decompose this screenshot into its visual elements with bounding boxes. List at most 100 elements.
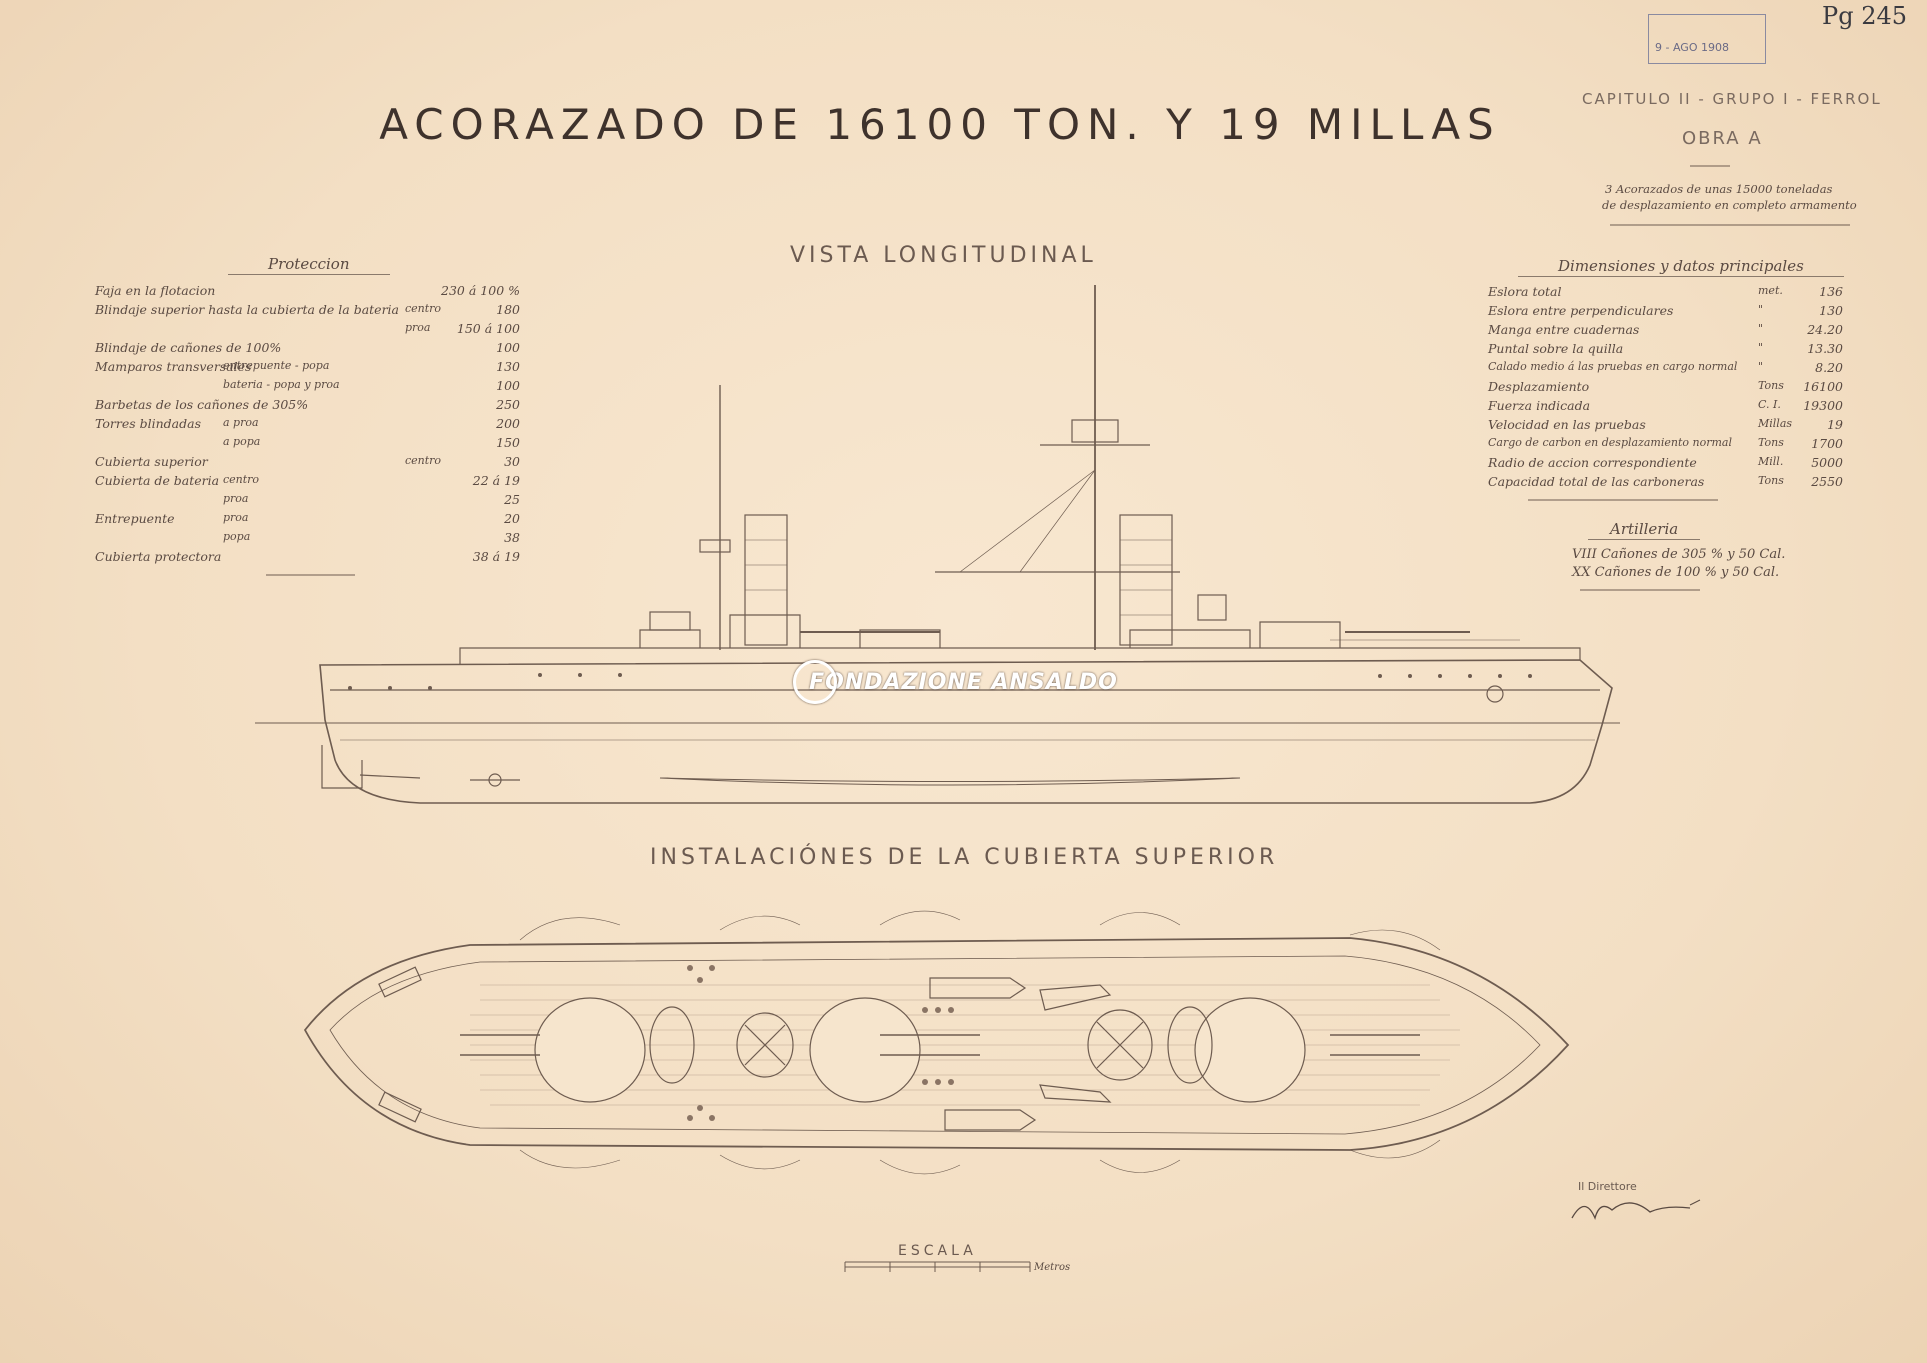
dimensions-row-value: 19 — [1827, 417, 1843, 432]
dimensions-row-unit: met. — [1758, 284, 1783, 297]
protection-row-value: 20 — [504, 511, 520, 526]
dimensions-row-label: Capacidad total de las carboneras — [1488, 474, 1705, 489]
dimensions-row-unit: " — [1758, 341, 1764, 354]
protection-row-label: Entrepuente — [95, 511, 175, 526]
protection-row-label: Cubierta superior — [95, 454, 208, 469]
dimensions-row-unit: Tons — [1758, 379, 1784, 392]
protection-row-label: Mamparos transversales — [95, 359, 252, 374]
dimensions-row: Desplazamiento Tons 16100 — [1488, 379, 1848, 395]
dimensions-row-label: Calado medio á las pruebas en cargo norm… — [1488, 360, 1738, 373]
protection-row-sub: centro — [223, 473, 260, 486]
dimensions-row-value: 1700 — [1811, 436, 1843, 451]
dimensions-row: Fuerza indicada C. I. 19300 — [1488, 398, 1848, 414]
scale-unit: Metros — [1034, 1262, 1071, 1273]
director-label: Il Direttore — [1578, 1180, 1637, 1193]
dimensions-row-label: Eslora total — [1488, 284, 1562, 299]
protection-row-label: Torres blindadas — [95, 416, 201, 431]
dimensions-row-label: Puntal sobre la quilla — [1488, 341, 1624, 356]
dimensions-row: Radio de accion correspondiente Mill. 5000 — [1488, 455, 1848, 471]
page-title: ACORAZADO DE 16100 TON. Y 19 MILLAS — [379, 100, 1501, 149]
dimensions-row-unit: Mill. — [1758, 455, 1784, 468]
archive-stamp: 9 - AGO 1908 — [1648, 14, 1766, 64]
protection-row-sub: proa — [223, 492, 249, 505]
watermark-logo-icon — [793, 660, 837, 704]
dimensions-row-value: 24.20 — [1807, 322, 1843, 337]
protection-row: proa 25 — [95, 492, 525, 508]
dimensions-row-value: 136 — [1819, 284, 1843, 299]
dimensions-row-unit: " — [1758, 322, 1764, 335]
protection-row-value: 200 — [496, 416, 520, 431]
protection-row-value: 25 — [504, 492, 520, 507]
dimensions-row-label: Fuerza indicada — [1488, 398, 1591, 413]
scale-bar — [844, 1261, 1031, 1272]
dimensions-row-unit: " — [1758, 360, 1764, 373]
protection-row: Blindaje superior hasta la cubierta de l… — [95, 302, 525, 318]
dimensions-row-unit: Millas — [1758, 417, 1793, 430]
protection-row-sub: centro — [405, 454, 442, 467]
table-rules — [266, 165, 1850, 591]
protection-row-value: 100 — [496, 378, 520, 393]
protection-row-label: Faja en la flotacion — [95, 283, 216, 298]
chapter-label: CAPITULO II - GRUPO I - FERROL — [1582, 90, 1882, 108]
artillery-line-1: VIII Cañones de 305 % y 50 Cal. — [1572, 547, 1786, 562]
dimensions-row-unit: C. I. — [1758, 398, 1781, 411]
dimensions-row-unit: Tons — [1758, 436, 1784, 449]
note-line-1: 3 Acorazados de unas 15000 toneladas — [1605, 182, 1833, 196]
dimensions-row-label: Eslora entre perpendiculares — [1488, 303, 1674, 318]
deck-plan-drawing — [303, 910, 1570, 1175]
dimensions-row: Manga entre cuadernas " 24.20 — [1488, 322, 1848, 338]
dimensions-row-unit: Tons — [1758, 474, 1784, 487]
dimensions-row-value: 2550 — [1811, 474, 1843, 489]
dimensions-row-value: 16100 — [1803, 379, 1843, 394]
side-elevation-drawing — [255, 285, 1620, 804]
artillery-line-2: XX Cañones de 100 % y 50 Cal. — [1572, 565, 1780, 580]
protection-row-value: 250 — [496, 397, 520, 412]
protection-row-sub: centro — [405, 302, 442, 315]
protection-row-label: Cubierta de bateria — [95, 473, 220, 488]
dimensions-row-label: Radio de accion correspondiente — [1488, 455, 1697, 470]
protection-row-value: 230 á 100 % — [441, 283, 520, 298]
dimensions-row-value: 5000 — [1811, 455, 1843, 470]
watermark-text: FONDAZIONE ANSALDO — [809, 670, 1118, 695]
protection-row-sub: popa — [223, 530, 251, 543]
dimensions-row-label: Cargo de carbon en desplazamiento normal — [1488, 436, 1732, 449]
protection-row-value: 100 — [496, 340, 520, 355]
protection-row-sub: proa — [405, 321, 431, 334]
protection-row-sub: proa — [223, 511, 249, 524]
dimensions-row-value: 19300 — [1803, 398, 1843, 413]
page-number: Pg 245 — [1822, 2, 1907, 30]
dimensions-row: Eslora entre perpendiculares"130 — [1488, 303, 1848, 319]
protection-row-sub: a proa — [223, 416, 259, 429]
director-signature — [1571, 1202, 1691, 1220]
dimensions-row-label: Desplazamiento — [1488, 379, 1590, 394]
dimensions-row: Puntal sobre la quilla"13.30 — [1488, 341, 1848, 357]
artillery-heading: Artilleria — [1588, 520, 1701, 540]
note-line-2: de desplazamiento en completo armamento — [1602, 198, 1857, 212]
protection-row-label: Blindaje superior hasta la cubierta de l… — [95, 302, 400, 317]
dimensions-row-value: 130 — [1819, 303, 1843, 318]
protection-row: bateria - popa y proa 100 — [95, 378, 525, 394]
protection-row-sub: bateria - popa y proa — [223, 378, 340, 391]
protection-row: Barbetas de los cañones de 305%250 — [95, 397, 525, 413]
protection-row-label: Blindaje de cañones de 100% — [95, 340, 282, 355]
protection-row-value: 38 á 19 — [472, 549, 520, 564]
dimensions-row: Cargo de carbon en desplazamiento normal… — [1488, 436, 1848, 452]
protection-row: proa 150 á 100 — [95, 321, 525, 337]
dimensions-heading: Dimensiones y datos principales — [1518, 257, 1844, 277]
dimensions-row-label: Manga entre cuadernas — [1488, 322, 1640, 337]
scale-label: ESCALA — [898, 1243, 977, 1259]
protection-row: Faja en la flotacion 230 á 100 % — [95, 283, 525, 299]
protection-heading: Proteccion — [228, 255, 390, 275]
dimensions-row: Calado medio á las pruebas en cargo norm… — [1488, 360, 1848, 376]
protection-row-value: 150 á 100 — [456, 321, 520, 336]
stamp-date: 9 - AGO 1908 — [1655, 41, 1729, 54]
view-deck-heading: INSTALACIÓNES DE LA CUBIERTA SUPERIOR — [650, 845, 1279, 870]
protection-row-value: 38 — [504, 530, 520, 545]
